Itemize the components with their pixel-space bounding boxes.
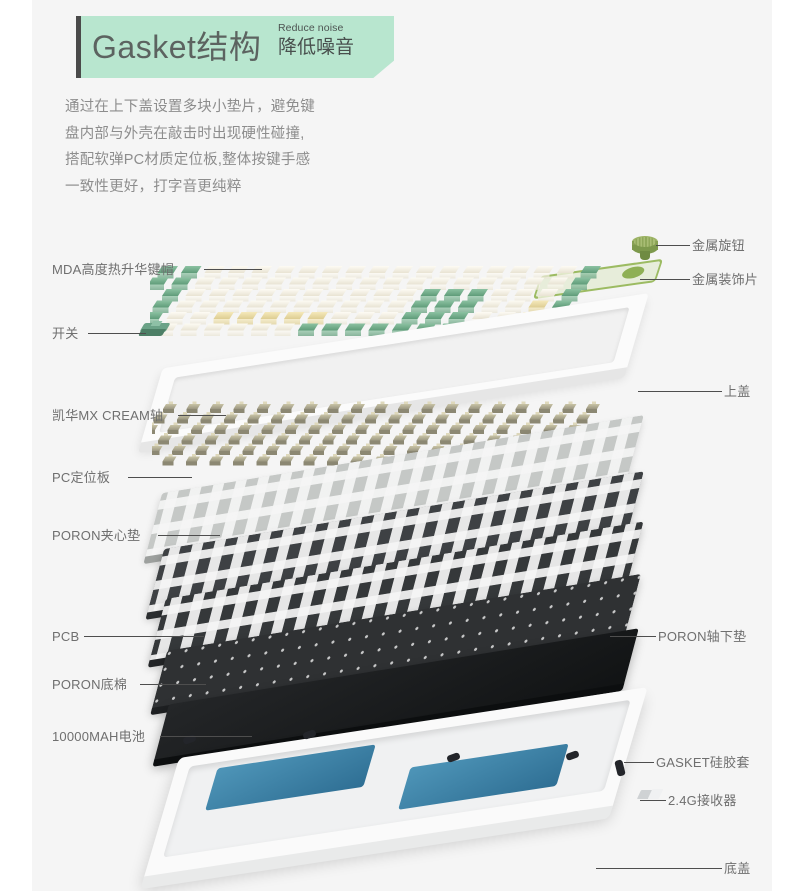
description-line-1: 通过在上下盖设置多块小垫片，避免键	[65, 99, 315, 115]
keycap-array-graphic	[143, 266, 601, 336]
label-top-case: 上盖	[724, 384, 751, 399]
leader-line-kailh-switch	[178, 415, 226, 416]
leader-line-poron-sandwich	[158, 535, 220, 536]
label-poron-bottom: PORON底棉	[52, 677, 128, 692]
leader-line-receiver	[640, 800, 666, 801]
metal-knob-part	[632, 232, 658, 262]
label-metal-knob: 金属旋钮	[692, 238, 745, 253]
label-poron-sandwich: PORON夹心垫	[52, 528, 141, 543]
section-description: 通过在上下盖设置多块小垫片，避免键 盘内部与外壳在敲击时出现硬性碰撞, 搭配软弹…	[65, 94, 425, 200]
leader-line-gasket-silicone	[624, 762, 654, 763]
leader-line-top-case	[638, 391, 722, 392]
label-keycaps: MDA高度热升华键帽	[52, 262, 174, 277]
section-subtitle-cn: 降低噪音	[278, 37, 355, 58]
section-header-badge	[76, 16, 394, 78]
leader-line-pc-plate	[128, 477, 192, 478]
section-subtitle-en: Reduce noise	[278, 22, 344, 34]
description-line-2: 盘内部与外壳在敲击时出现硬性碰撞,	[65, 125, 305, 142]
label-gasket-silicone: GASKET硅胶套	[656, 755, 750, 770]
description-line-4: 一致性更好，打字音更纯粹	[65, 178, 242, 195]
leader-line-poron-switch-pad	[610, 636, 656, 637]
leader-line-bottom-case	[596, 868, 722, 869]
label-battery: 10000MAH电池	[52, 729, 146, 744]
label-kailh-switch: 凯华MX CREAM轴	[52, 408, 164, 423]
description-line-3: 搭配软弹PC材质定位板,整体按键手感	[65, 152, 311, 168]
leader-line-metal-knob	[656, 245, 690, 246]
single-switch-part	[137, 320, 172, 338]
label-bottom-case: 底盖	[724, 861, 751, 876]
label-receiver: 2.4G接收器	[668, 793, 737, 808]
label-switch: 开关	[52, 326, 79, 341]
badge-accent-bar	[76, 16, 81, 78]
section-title: Gasket结构	[92, 29, 262, 65]
leader-line-metal-decor	[640, 279, 690, 280]
label-pc-plate: PC定位板	[52, 470, 111, 485]
label-pcb: PCB	[52, 629, 80, 644]
label-metal-decor: 金属装饰片	[692, 272, 759, 287]
leader-line-pcb	[84, 636, 204, 637]
section-subtitle-group: Reduce noise 降低噪音	[278, 22, 388, 60]
label-poron-switch-pad: PORON轴下垫	[658, 629, 747, 644]
leader-line-switch	[88, 333, 146, 334]
leader-line-poron-bottom	[140, 684, 206, 685]
leader-line-keycaps	[204, 269, 262, 270]
leader-line-battery	[160, 736, 252, 737]
keycap-layer	[143, 258, 620, 353]
